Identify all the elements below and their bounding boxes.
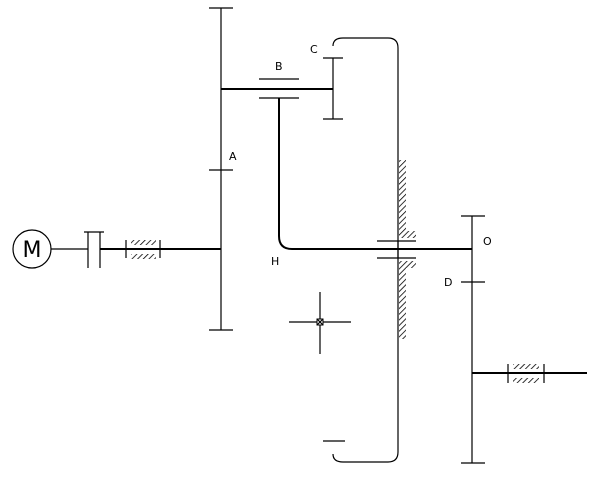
- gear-c: [323, 57, 343, 120]
- gear-d: [461, 215, 485, 464]
- label-gear-b: B: [275, 60, 283, 73]
- label-axis-o: O: [483, 235, 492, 248]
- carrier-bearing: [377, 240, 416, 259]
- motor-symbol: M: [12, 229, 52, 269]
- output-shaft-bearing: [507, 364, 545, 383]
- label-gear-d: D: [444, 276, 452, 289]
- ring-gear-housing: [399, 160, 416, 339]
- input-shaft-bearing: [125, 240, 161, 259]
- label-gear-a: A: [229, 150, 237, 163]
- gear-a: [209, 7, 233, 331]
- label-gear-c: C: [310, 43, 318, 56]
- ring-gear: [323, 37, 399, 463]
- motor-label: M: [23, 238, 42, 263]
- label-carrier-h: H: [271, 255, 279, 268]
- carrier-h: [278, 98, 472, 250]
- center-mark: [289, 292, 351, 354]
